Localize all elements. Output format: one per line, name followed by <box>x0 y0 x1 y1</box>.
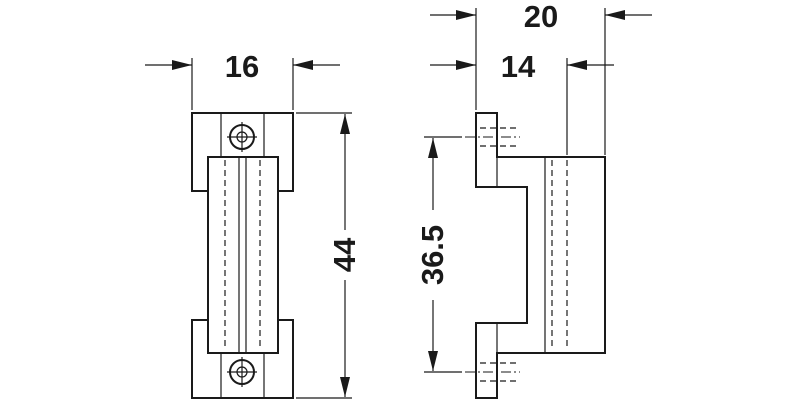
front-body <box>207 156 279 354</box>
side-inner-width-label: 14 <box>501 49 536 84</box>
dimension-side-overall-width: 20 <box>430 0 652 155</box>
front-width-label: 16 <box>225 49 259 84</box>
front-bottom-hole <box>227 357 257 387</box>
side-overall-width-label: 20 <box>524 0 558 34</box>
side-profile <box>475 112 606 399</box>
dimension-side-inner-width: 14 <box>430 49 614 155</box>
side-view: 20 14 36.5 <box>415 0 652 399</box>
dimension-front-height: 44 <box>296 112 362 399</box>
front-top-hole <box>227 122 257 152</box>
front-height-label: 44 <box>327 237 362 272</box>
front-view: 16 44 <box>145 49 362 399</box>
side-hole-spacing-label: 36.5 <box>415 225 450 285</box>
dimension-side-hole-spacing: 36.5 <box>415 136 462 373</box>
dimension-front-width: 16 <box>145 49 340 110</box>
